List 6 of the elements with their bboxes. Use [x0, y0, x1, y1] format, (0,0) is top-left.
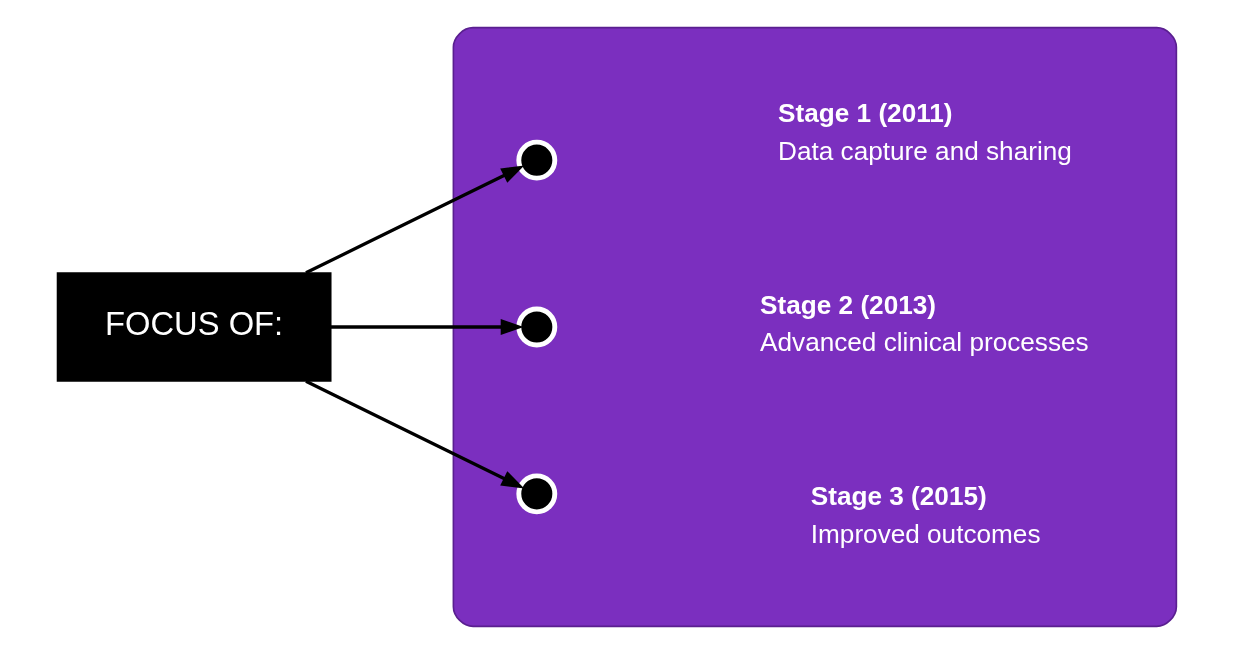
node-label: Stage 1 (2011) [777, 98, 953, 129]
node-label: Advanced clinical processes [759, 327, 1089, 358]
node-label: Stage 3 (2015) [810, 480, 987, 511]
node-label: Data capture and sharing [777, 135, 1072, 166]
node-label: Stage 2 (2013) [759, 289, 936, 320]
node-label: Improved outcomes [810, 518, 1040, 549]
